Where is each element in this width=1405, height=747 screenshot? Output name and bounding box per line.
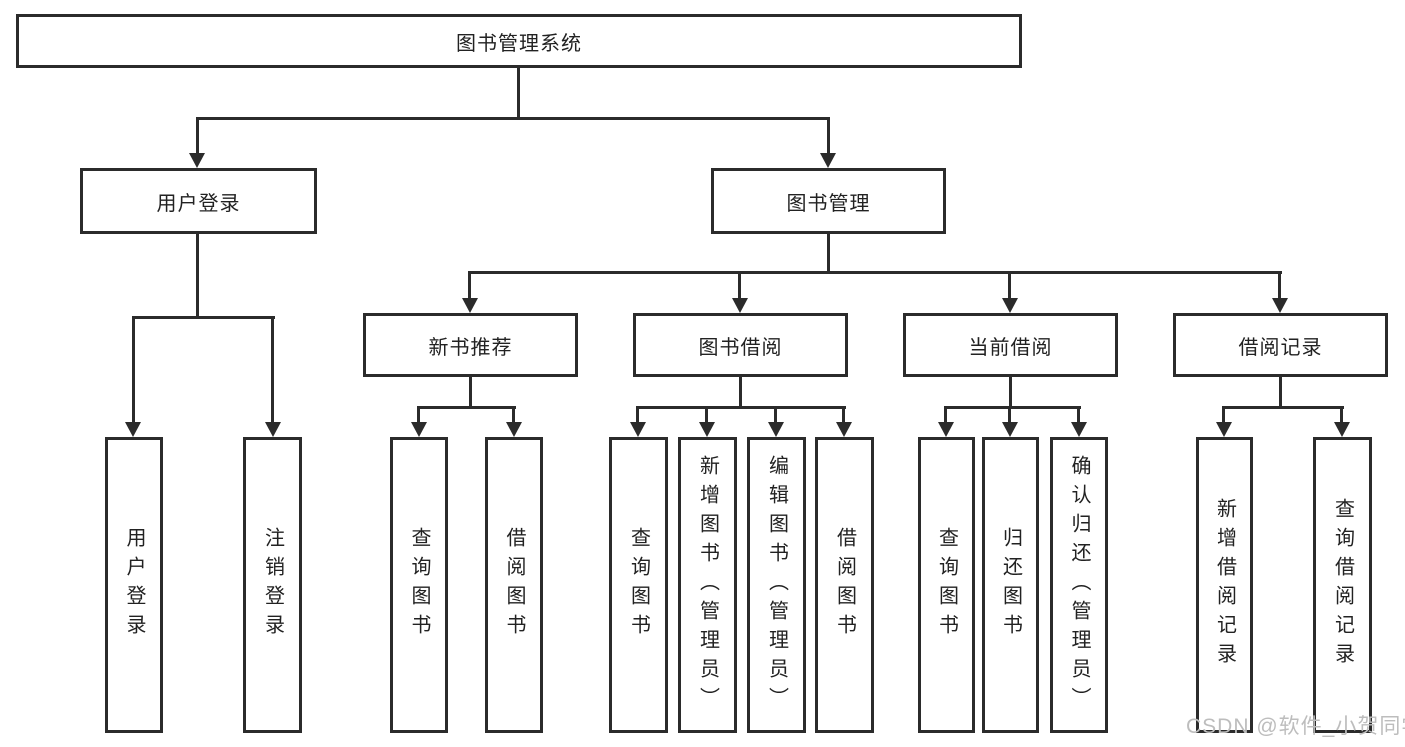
leaf-current-return-books-label: 归还图书 — [999, 527, 1022, 643]
connector-line — [1222, 406, 1225, 423]
connector-line — [196, 117, 829, 120]
arrow-down-icon — [836, 422, 852, 437]
arrow-down-icon — [1002, 422, 1018, 437]
connector-line — [738, 271, 741, 301]
arrow-down-icon — [938, 422, 954, 437]
connector-line — [636, 406, 639, 423]
arrow-down-icon — [1002, 298, 1018, 313]
leaf-logout-login: 注销登录 — [243, 437, 302, 733]
arrow-down-icon — [125, 422, 141, 437]
arrow-down-icon — [1071, 422, 1087, 437]
connector-line — [774, 406, 777, 423]
node-book-borrowing-label: 图书借阅 — [698, 336, 783, 359]
connector-line — [271, 316, 274, 422]
arrow-down-icon — [1272, 298, 1288, 313]
connector-line — [196, 117, 199, 155]
connector-line — [1008, 406, 1011, 423]
leaf-borrowing-query-books: 查询图书 — [609, 437, 668, 733]
connector-line — [827, 117, 830, 155]
arrow-down-icon — [732, 298, 748, 313]
connector-line — [842, 406, 845, 423]
node-root: 图书管理系统 — [16, 14, 1022, 68]
arrow-down-icon — [768, 422, 784, 437]
arrow-down-icon — [820, 153, 836, 168]
arrow-down-icon — [506, 422, 522, 437]
connector-line — [705, 406, 708, 423]
leaf-user-login: 用户登录 — [105, 437, 163, 733]
leaf-recommend-borrow-books-label: 借阅图书 — [503, 527, 525, 643]
connector-line — [469, 377, 472, 409]
connector-line — [1009, 377, 1012, 409]
arrow-down-icon — [699, 422, 715, 437]
connector-line — [1340, 406, 1343, 423]
arrow-down-icon — [1216, 422, 1232, 437]
node-current-borrowing-label: 当前借阅 — [968, 336, 1053, 359]
arrow-down-icon — [630, 422, 646, 437]
connector-line — [1008, 271, 1011, 301]
connector-line — [196, 234, 199, 319]
node-borrowing-records: 借阅记录 — [1173, 313, 1388, 377]
leaf-borrowing-add-books-admin: 新增图书（管理员） — [678, 437, 737, 733]
node-book-borrowing: 图书借阅 — [633, 313, 848, 377]
connector-line — [827, 234, 830, 274]
leaf-borrowing-query-books-label: 查询图书 — [627, 527, 650, 643]
node-user-login: 用户登录 — [80, 168, 317, 234]
connector-line — [944, 406, 1081, 409]
connector-line — [1077, 406, 1080, 423]
connector-line — [468, 271, 471, 301]
arrow-down-icon — [189, 153, 205, 168]
connector-line — [417, 406, 516, 409]
leaf-borrowing-edit-books-admin-label: 编辑图书（管理员） — [765, 454, 788, 716]
connector-line — [132, 316, 135, 422]
arrow-down-icon — [411, 422, 427, 437]
arrow-down-icon — [1334, 422, 1350, 437]
connector-line — [512, 406, 515, 423]
node-new-book-recommend-label: 新书推荐 — [428, 336, 513, 359]
leaf-records-add-record-label: 新增借阅记录 — [1213, 498, 1236, 672]
connector-line — [636, 406, 846, 409]
connector-line — [417, 406, 420, 423]
leaf-borrowing-borrow-books-label: 借阅图书 — [833, 527, 856, 643]
leaf-user-login-label: 用户登录 — [123, 527, 145, 643]
connector-line — [1222, 406, 1344, 409]
connector-line — [739, 377, 742, 409]
node-root-label: 图书管理系统 — [456, 32, 582, 55]
connector-line — [1278, 271, 1281, 301]
node-user-login-label: 用户登录 — [156, 192, 241, 215]
connector-line — [468, 271, 1282, 274]
leaf-borrowing-borrow-books: 借阅图书 — [815, 437, 874, 733]
connector-line — [944, 406, 947, 423]
leaf-borrowing-add-books-admin-label: 新增图书（管理员） — [696, 454, 719, 716]
arrow-down-icon — [462, 298, 478, 313]
node-book-management: 图书管理 — [711, 168, 946, 234]
leaf-recommend-borrow-books: 借阅图书 — [485, 437, 543, 733]
leaf-recommend-query-books-label: 查询图书 — [408, 527, 430, 643]
connector-line — [132, 316, 275, 319]
arrow-down-icon — [265, 422, 281, 437]
connector-line — [1279, 377, 1282, 409]
leaf-records-query-record: 查询借阅记录 — [1313, 437, 1372, 733]
leaf-records-add-record: 新增借阅记录 — [1196, 437, 1253, 733]
leaf-current-confirm-return-admin: 确认归还（管理员） — [1050, 437, 1108, 733]
leaf-current-return-books: 归还图书 — [982, 437, 1039, 733]
watermark: CSDN @软件_小贺同学 — [1186, 715, 1405, 738]
node-current-borrowing: 当前借阅 — [903, 313, 1118, 377]
leaf-records-query-record-label: 查询借阅记录 — [1331, 498, 1354, 672]
node-borrowing-records-label: 借阅记录 — [1238, 336, 1323, 359]
leaf-current-query-books-label: 查询图书 — [935, 527, 958, 643]
leaf-current-confirm-return-admin-label: 确认归还（管理员） — [1068, 454, 1090, 716]
leaf-current-query-books: 查询图书 — [918, 437, 975, 733]
leaf-recommend-query-books: 查询图书 — [390, 437, 448, 733]
leaf-borrowing-edit-books-admin: 编辑图书（管理员） — [747, 437, 806, 733]
node-new-book-recommend: 新书推荐 — [363, 313, 578, 377]
leaf-logout-login-label: 注销登录 — [261, 527, 284, 643]
connector-line — [517, 68, 520, 118]
node-book-management-label: 图书管理 — [786, 192, 871, 215]
